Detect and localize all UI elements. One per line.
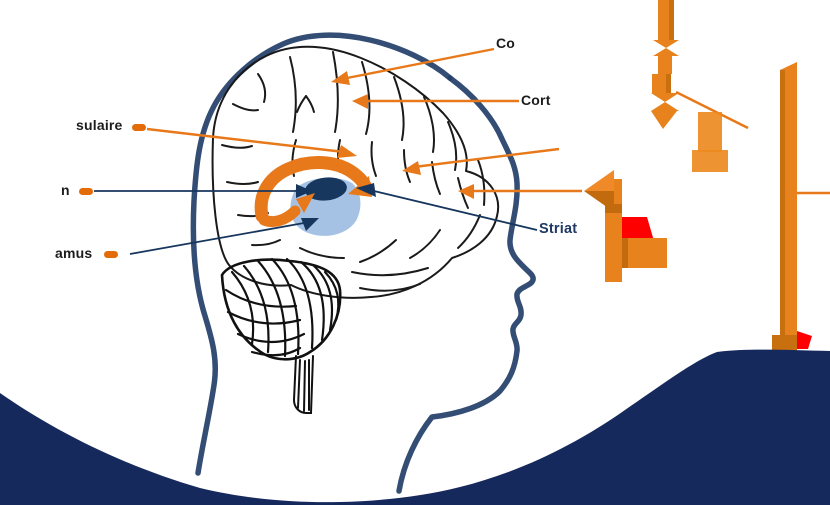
flow-ribbon-top-right (651, 0, 749, 172)
label-thalamus-fragment: amus (55, 245, 93, 261)
label-cortex-mid-fragment: Cort (521, 92, 551, 108)
label-striatum-fragment: Striat (539, 221, 578, 237)
label-left-mid-fragment: n (61, 182, 70, 198)
navy-pointer-lines (94, 183, 538, 255)
head-outline (190, 32, 536, 494)
flow-block-arrow-right (584, 170, 667, 282)
caudate-nucleus-oval (305, 177, 347, 201)
label-dash-thalamus (104, 251, 118, 258)
cerebellum (220, 257, 342, 361)
orange-arc-arrow (254, 156, 373, 228)
label-dash-left-mid (79, 188, 93, 195)
brainstem (292, 355, 314, 414)
red-marker (622, 217, 654, 241)
flow-bar-right-edge (772, 62, 812, 352)
orange-pointer-lines (146, 47, 830, 199)
bottom-wave (0, 349, 830, 505)
label-cortex-top-fragment: Co (496, 35, 516, 51)
label-dash-insulaire (132, 124, 146, 131)
label-insulaire-fragment: sulaire (76, 117, 123, 133)
